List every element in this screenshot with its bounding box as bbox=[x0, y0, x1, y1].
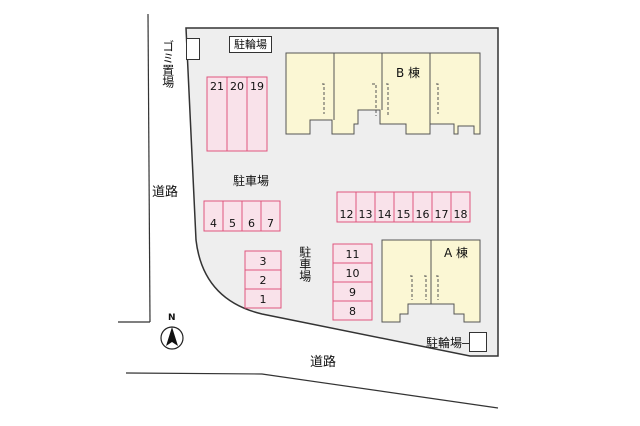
bike-parking-bottom-leader bbox=[462, 343, 470, 344]
parking-group-stack-right: 11 10 9 8 bbox=[332, 243, 373, 321]
parking-space-number: 13 bbox=[359, 208, 373, 221]
parking-space-number: 5 bbox=[229, 217, 236, 230]
parking-space-number: 12 bbox=[340, 208, 354, 221]
parking-space-number: 16 bbox=[416, 208, 430, 221]
parking-space-number: 2 bbox=[260, 274, 267, 287]
parking-space bbox=[244, 288, 282, 309]
parking-space-number: 18 bbox=[454, 208, 468, 221]
parking-group-row-top-right: 12 13 14 15 16 17 18 bbox=[336, 191, 471, 223]
parking-space-number: 14 bbox=[378, 208, 392, 221]
parking-space bbox=[260, 200, 281, 232]
bike-parking-top-label: 駐輪場 bbox=[229, 36, 272, 53]
parking-space bbox=[332, 300, 373, 321]
parking-group-top-left: 21 20 19 bbox=[206, 76, 268, 152]
north-arrow-icon bbox=[160, 326, 184, 350]
parking-space-number: 4 bbox=[210, 217, 217, 230]
parking-space-number: 20 bbox=[230, 80, 244, 93]
road-west-edge bbox=[147, 13, 151, 323]
building-a bbox=[381, 239, 481, 323]
building-b bbox=[285, 52, 481, 135]
road-south-label: 道路 bbox=[310, 355, 337, 370]
parking-space-number: 6 bbox=[248, 217, 255, 230]
parking-space-number: 9 bbox=[349, 286, 356, 299]
parking-vertical-label: 駐車場 bbox=[297, 246, 312, 282]
parking-space-number: 3 bbox=[260, 255, 267, 268]
parking-space-number: 19 bbox=[250, 80, 264, 93]
parking-space bbox=[450, 191, 471, 223]
bike-parking-bottom-label: 駐輪場 bbox=[426, 336, 463, 350]
parking-space-number: 10 bbox=[346, 267, 360, 280]
building-b-label: B 棟 bbox=[396, 66, 421, 80]
parking-space-number: 11 bbox=[346, 248, 360, 261]
parking-space-number: 17 bbox=[435, 208, 449, 221]
north-label: N bbox=[168, 313, 176, 323]
parking-space bbox=[246, 76, 268, 152]
parking-space-number: 15 bbox=[397, 208, 411, 221]
parking-space-number: 8 bbox=[349, 305, 356, 318]
garbage-station-label: ゴミ置場 bbox=[160, 40, 175, 88]
parking-space-number: 7 bbox=[267, 217, 274, 230]
parking-space-number: 1 bbox=[260, 293, 267, 306]
road-south-edge bbox=[125, 372, 499, 409]
parking-center-label: 駐車場 bbox=[233, 174, 270, 188]
road-west-label: 道路 bbox=[152, 185, 179, 200]
bike-parking-bottom-box bbox=[469, 332, 487, 352]
parking-space-number: 21 bbox=[210, 80, 224, 93]
parking-group-stack-small: 3 2 1 bbox=[244, 250, 282, 309]
garbage-station-box bbox=[186, 38, 200, 60]
building-a-label: A 棟 bbox=[444, 246, 469, 260]
